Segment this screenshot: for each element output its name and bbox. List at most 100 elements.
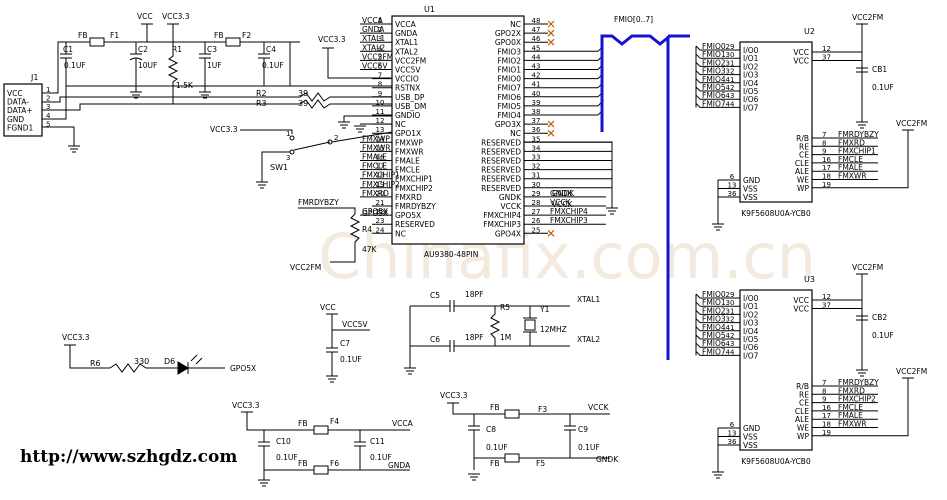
u1-pin-num: 16	[376, 154, 385, 162]
u1-pin-net: FMXCHIP2	[362, 180, 400, 189]
sw1-ref: SW1	[270, 163, 288, 172]
u1-pin-num: 42	[532, 72, 541, 80]
u1-pin-num: 38	[532, 108, 541, 116]
u1-pin-name: FMXRD	[395, 193, 422, 202]
crystal-circuit: C5 18PF C6 18PF R5 1M Y1 12MHZ XTAL1 XTA…	[403, 290, 600, 375]
u1-pin-name: RSTNX	[395, 84, 420, 93]
u1-pin-net: FMALE	[362, 153, 387, 162]
flash-io-net: FMIO4	[702, 323, 726, 332]
u1-pin-num: 9	[378, 90, 382, 98]
u1-pin-name: FMXCHIP1	[395, 175, 433, 184]
u1-pin-num: 10	[376, 99, 385, 107]
fmio-bus	[600, 34, 690, 360]
u1-pin-num: 32	[532, 163, 541, 171]
flash-cap-ref: CB1	[872, 65, 887, 74]
flash-pin-num: 13	[728, 430, 737, 438]
flash-ctrl-net: FMCLE	[838, 155, 863, 164]
flash-pin-num: 19	[822, 429, 831, 437]
flash-part: K9F5608U0A-YCB0	[741, 457, 811, 466]
flash-pin-name: VCC	[793, 305, 809, 314]
y1-value: 12MHZ	[540, 325, 567, 334]
u1-pin-name: FMXCHIP2	[395, 184, 433, 193]
u1-pin-num: 30	[532, 181, 541, 189]
u1-pin-net: FMXCHIP1	[362, 171, 400, 180]
vcc-label: VCC	[137, 12, 153, 21]
u1-pin-name: FMCLE	[395, 166, 420, 175]
j1-pin-name: DATA+	[7, 106, 33, 115]
flash-pin-num: 42	[726, 332, 735, 340]
sw1-switch[interactable]: VCC3.3 1 2 3 SW1	[210, 125, 393, 189]
u1-part: AU9380-48PIN	[424, 250, 478, 259]
u1-pin-name: USB_DP	[395, 93, 425, 102]
flash-pin-num: 18	[822, 173, 831, 181]
c6-ref: C6	[430, 335, 440, 344]
flash-pin-num: 41	[726, 324, 735, 332]
fmio-bus-label: FMIO[0..7]	[614, 15, 653, 24]
fa-vcc33-label: VCC3.3	[232, 401, 260, 410]
filter-b: VCC3.3 FB F3 VCCK C8 0.1UF C9 0.1UF FB F…	[440, 391, 619, 481]
led-circuit: VCC3.3 R6 330 D6 GPO5X	[62, 333, 256, 375]
u1-pin-name: RESERVED	[481, 157, 521, 166]
flash-part: K9F5608U0A-YCB0	[741, 209, 811, 218]
r5-ref: R5	[500, 303, 510, 312]
c7-ref: C7	[340, 339, 350, 348]
u1-pin-num: 23	[376, 217, 385, 225]
flash-ctrl-net: FMXWR	[838, 172, 867, 181]
footer-url[interactable]: http://www.szhgdz.com	[20, 447, 237, 467]
c10-ref: C10	[276, 437, 291, 446]
flash-pin-num: 32	[726, 68, 735, 76]
vcc33-u1-label: VCC3.3	[318, 35, 346, 44]
u1-pin-num: 3	[378, 35, 382, 43]
flash-pin-num: 37	[822, 302, 831, 310]
flash-io-net: FMIO6	[702, 339, 726, 348]
u1-pin-name: FMIO6	[497, 93, 521, 102]
u1-pin-num: 44	[532, 53, 541, 61]
u1-pin-num: 5	[378, 53, 382, 61]
flash-pin-num: 29	[726, 291, 735, 299]
u1-pin-num: 25	[532, 226, 541, 234]
fb1-label: FB	[78, 31, 87, 40]
j1-pin-num: 3	[46, 103, 50, 111]
flash-pin-name: VCC	[793, 57, 809, 66]
flash-pin-num: 9	[822, 396, 826, 404]
j1-pin-name: DATA-	[7, 98, 29, 107]
u1-pin-num: 18	[376, 172, 385, 180]
u1-pin-num: 45	[532, 44, 541, 52]
flash-pin-num: 42	[726, 84, 735, 92]
flash-pin-name: VCC	[793, 48, 809, 57]
u1-right-nets: GNDK VCCK	[524, 141, 619, 215]
u1-pin-num: 24	[376, 226, 385, 234]
c1-ref: C1	[63, 45, 73, 54]
u1-pin-num: 43	[532, 63, 541, 71]
f4-label: FB	[298, 419, 307, 428]
u1-pin-name: NC	[395, 120, 406, 129]
xtal1-net: XTAL1	[577, 295, 600, 304]
u1-pin-net: VCCK	[550, 198, 572, 207]
flash-pin-name: I/O4	[743, 327, 759, 336]
c11-value: 0.1UF	[370, 453, 392, 462]
u1-pin-name: FMALE	[395, 157, 420, 166]
c5-value: 18PF	[465, 290, 483, 299]
flash-ctrl-net: FMXRD	[838, 386, 865, 395]
flash-pin-name: VSS	[743, 185, 758, 194]
fb-vcc33-label: VCC3.3	[440, 391, 468, 400]
flash-pin-name: I/O0	[743, 294, 759, 303]
flash-io-net: FMIO3	[702, 67, 726, 76]
flash-pin-num: 12	[822, 45, 831, 53]
fa-net-vcca: VCCA	[392, 419, 414, 428]
c2-value: 10UF	[138, 61, 157, 70]
c7-group: VCC VCC5V C7 0.1UF	[320, 303, 370, 383]
u1-pin-num: 1	[378, 17, 382, 25]
flash-ctrl-net: FMXWR	[838, 420, 867, 429]
u1-pin-net: FMXRD	[362, 189, 389, 198]
u1-pin-num: 40	[532, 90, 541, 98]
flash-pin-name: WE	[797, 424, 809, 433]
flash-pin-num: 6	[730, 173, 735, 181]
c4-ref: C4	[266, 45, 276, 54]
u1-pin-name: NC	[510, 20, 521, 29]
